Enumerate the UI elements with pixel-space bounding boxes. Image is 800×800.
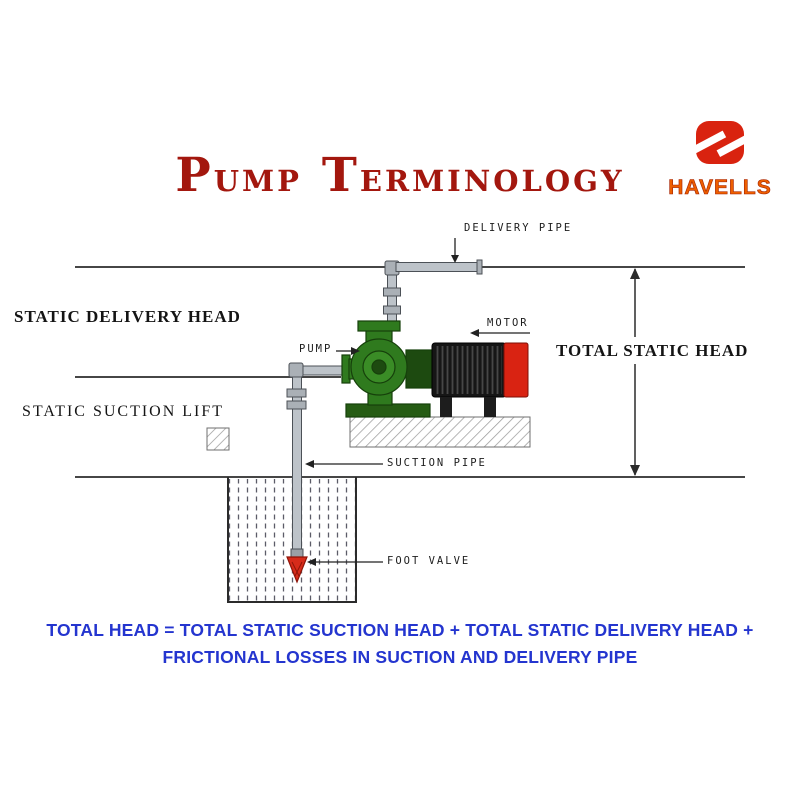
havells-icon [685,121,758,164]
dimension-line-total-static-head [630,268,640,476]
label-foot-valve: FOOT VALVE [387,555,471,567]
label-total-static-head: TOTAL STATIC HEAD [556,341,749,360]
label-delivery-pipe: DELIVERY PIPE [464,222,573,234]
formula: TOTAL HEAD = TOTAL STATIC SUCTION HEAD +… [0,617,800,671]
label-motor: MOTOR [487,317,529,329]
delivery-pipe-graphic [383,259,483,326]
leader-lines [305,238,530,566]
foot-valve-graphic [286,548,308,584]
pump-graphic [341,320,435,418]
formula-line1: TOTAL HEAD = TOTAL STATIC SUCTION HEAD +… [46,620,754,640]
label-pump: PUMP [299,343,333,355]
brand-name: HAVELLS [668,176,772,200]
label-static-suction-lift: STATIC SUCTION LIFT [22,403,225,420]
title-word-1: Pump [175,148,302,203]
foundation-hatch [206,416,531,451]
brand-logo: HAVELLS [652,118,788,200]
title-word-2: Terminology [321,148,625,203]
label-suction-pipe: SUCTION PIPE [387,457,487,469]
motor-graphic [431,342,529,417]
formula-line2: FRICTIONAL LOSSES IN SUCTION AND DELIVER… [162,647,638,667]
label-static-delivery-head: STATIC DELIVERY HEAD [14,307,241,326]
page-title: Pump Terminology [0,148,800,203]
